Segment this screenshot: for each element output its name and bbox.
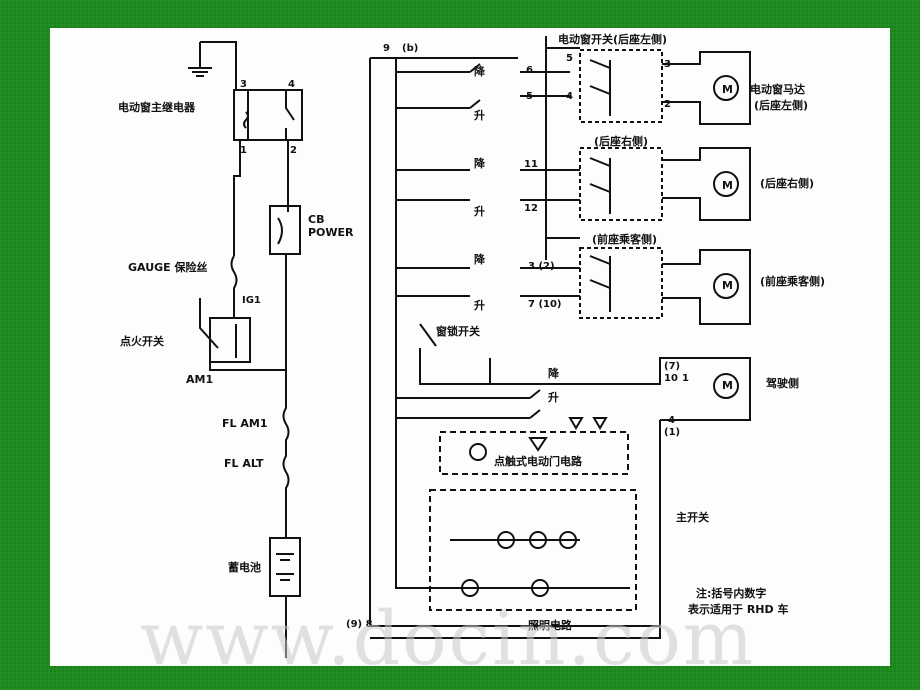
note-line-1: 注:括号内数字 (696, 587, 767, 600)
battery-label: 蓄电池 (228, 561, 261, 574)
fl-am1-label: FL AM1 (222, 417, 268, 430)
front-passenger-header: (前座乘客侧) (592, 233, 658, 246)
pin-relay-1: 1 (240, 145, 247, 156)
pin-relay-4: 4 (288, 79, 295, 90)
pin-dr-4: 4 (668, 415, 675, 426)
window-lock-switch-label: 窗锁开关 (436, 325, 480, 338)
up-label-2: 升 (474, 205, 485, 218)
up-label-3: 升 (474, 299, 485, 312)
pin-ms-b: (b) (402, 43, 419, 54)
pin-sw-3-a: 3 (664, 59, 671, 70)
rear-right-header: (后座右侧) (594, 135, 649, 148)
gauge-fuse-label: GAUGE 保险丝 (128, 261, 208, 274)
ignition-switch-label: 点火开关 (120, 335, 164, 348)
motor-m-4: M (722, 379, 733, 392)
driver-side-label: 驾驶侧 (766, 377, 799, 390)
pin-ms-3: 3 (2) (528, 261, 555, 272)
pin-relay-3: 3 (240, 79, 247, 90)
pin-dr-1: 1 (682, 373, 689, 384)
cb-power-label-2: POWER (308, 226, 354, 239)
pin-ms-7: 7 (10) (528, 299, 562, 310)
ig1-label: IG1 (242, 295, 261, 306)
note-line-2: 表示适用于 RHD 车 (688, 603, 789, 616)
up-label-1: 升 (474, 109, 485, 122)
down-label-4: 降 (548, 367, 559, 380)
motor-front-passenger-label: (前座乘客侧) (760, 275, 826, 288)
pin-dr-7: (7) (664, 361, 681, 372)
main-relay-box (233, 89, 303, 141)
down-label-2: 降 (474, 157, 485, 170)
pin-sw-5-a: 5 (566, 53, 573, 64)
motor-rear-left-label-1: 电动窗马达 (750, 83, 805, 96)
pin-relay-2: 2 (290, 145, 297, 156)
lighting-circuit-label: 照明电路 (528, 619, 572, 632)
am1-label: AM1 (186, 373, 214, 386)
fl-alt-label: FL ALT (224, 457, 264, 470)
motor-m-1: M (722, 83, 733, 96)
cb-power-label-1: CB (308, 213, 325, 226)
up-label-4: 升 (548, 391, 559, 404)
pin-sw-4-a: 4 (566, 91, 573, 102)
pin-ms-12: 12 (524, 203, 538, 214)
one-touch-circuit-label: 点触式电动门电路 (494, 455, 582, 468)
motor-m-2: M (722, 179, 733, 192)
motor-m-3: M (722, 279, 733, 292)
pin-sw-2-a: 2 (664, 99, 671, 110)
down-label-1: 降 (474, 65, 485, 78)
pin-ms-11: 11 (524, 159, 538, 170)
watermark: www.docin.com (140, 596, 756, 682)
wiring-diagram (50, 28, 890, 666)
pin-ms-9: 9 (383, 43, 390, 54)
window-switch-label: 电动窗开关(后座左侧) (558, 33, 668, 46)
main-relay-label: 电动窗主继电器 (118, 101, 195, 114)
down-label-3: 降 (474, 253, 485, 266)
pin-ms-6: 6 (526, 65, 533, 76)
motor-rear-left-label-2: (后座左侧) (754, 99, 809, 112)
pin-ms-9-8: (9) 8 (346, 619, 373, 630)
main-switch-label: 主开关 (676, 511, 709, 524)
pin-dr-10: 10 (664, 373, 678, 384)
pin-ms-5: 5 (526, 91, 533, 102)
pin-dr-1b: (1) (664, 427, 681, 438)
motor-rear-right-label: (后座右侧) (760, 177, 815, 190)
